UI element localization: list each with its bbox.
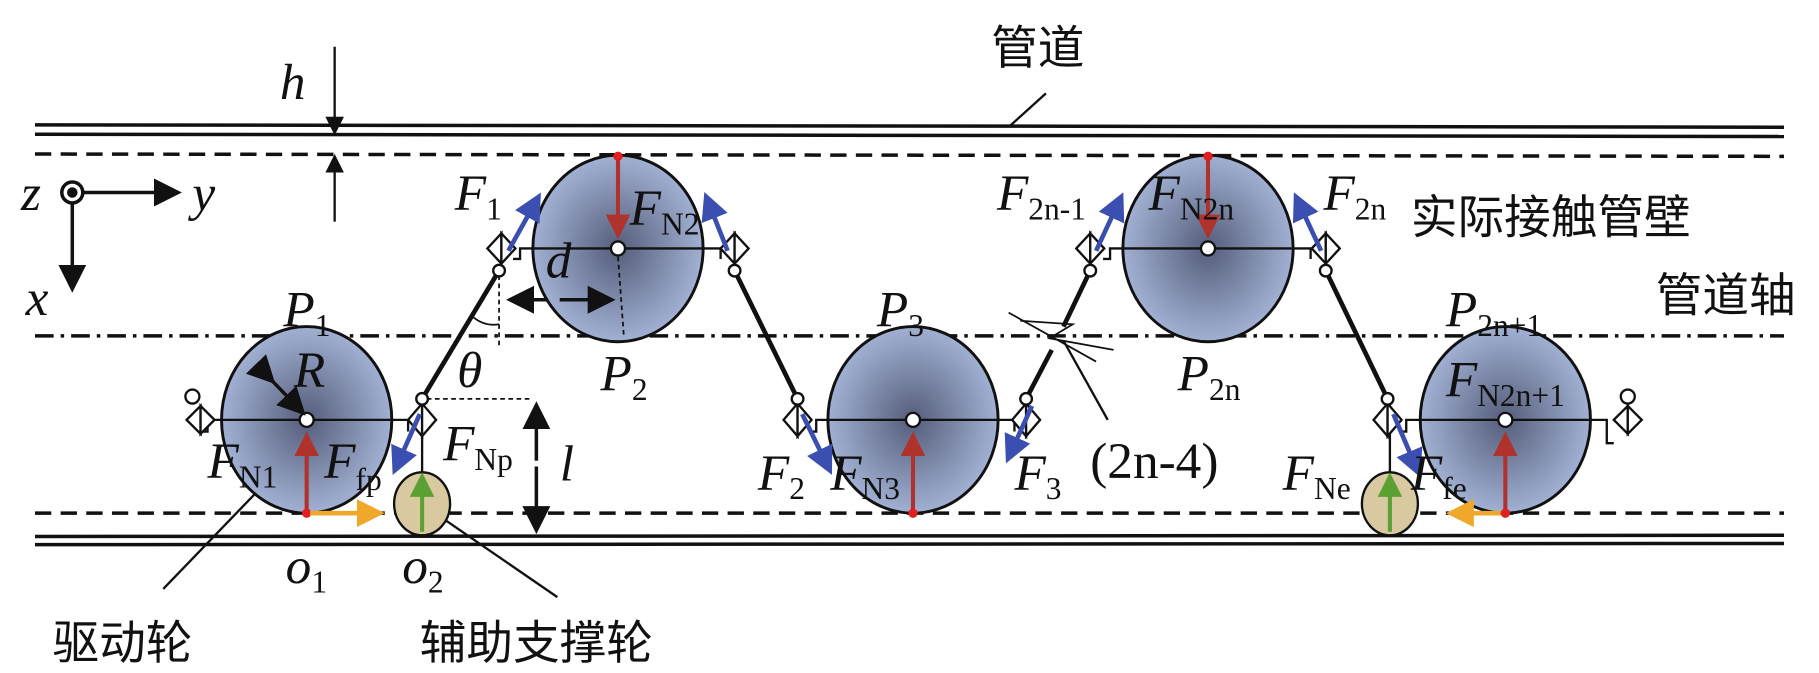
aux-wheel-leader bbox=[444, 519, 559, 599]
R-label: R bbox=[293, 342, 325, 399]
FN3-label: FN3 bbox=[829, 445, 900, 506]
break-symbol bbox=[1008, 311, 1114, 363]
links bbox=[420, 269, 1390, 401]
drive-wheel-leader bbox=[162, 489, 260, 590]
x-axis-label: x bbox=[25, 270, 49, 327]
F1-label: F1 bbox=[454, 165, 502, 226]
FN2n-label: FN2n bbox=[1148, 165, 1235, 226]
P1-label: P1 bbox=[282, 282, 330, 343]
P2n-label: P2n bbox=[1177, 346, 1241, 407]
d-label: d bbox=[546, 233, 572, 290]
l-label: l bbox=[560, 436, 574, 493]
z-axis-label: z bbox=[20, 165, 41, 222]
FN2n1-label: FN2n+1 bbox=[1445, 352, 1565, 413]
F2n-1-label: F2n-1 bbox=[996, 165, 1086, 226]
count-leader bbox=[1062, 340, 1109, 421]
o2-label: o2 bbox=[402, 538, 443, 599]
count-label: (2n-4) bbox=[1090, 433, 1218, 490]
Ffp-label: Ffp bbox=[323, 433, 382, 497]
FNp-label: FNp bbox=[442, 416, 513, 477]
F3-label: F3 bbox=[1013, 445, 1061, 506]
P2-label: P2 bbox=[600, 346, 648, 407]
pipe-axis-label: 管道轴 bbox=[1656, 268, 1796, 322]
l-dimension bbox=[426, 398, 551, 535]
support-force-arrows bbox=[409, 472, 1403, 532]
link-force-arrows bbox=[391, 191, 1423, 478]
F2n-label: F2n bbox=[1322, 165, 1386, 226]
coordinate-axes bbox=[58, 178, 182, 293]
drive-wheel-label: 驱动轮 bbox=[52, 616, 192, 670]
theta-label: θ bbox=[457, 342, 482, 399]
P2n1-label: P2n+1 bbox=[1445, 282, 1542, 343]
wheel-hubs bbox=[298, 240, 1514, 429]
d-dimension bbox=[472, 256, 625, 348]
pipe-label: 管道 bbox=[991, 21, 1084, 75]
R-dimension bbox=[245, 354, 306, 416]
pipe-leader bbox=[1008, 92, 1047, 127]
FN1-label: FN1 bbox=[207, 433, 278, 494]
contact-wall-label: 实际接触管壁 bbox=[1411, 190, 1691, 244]
h-label: h bbox=[280, 54, 306, 111]
P3-label: P3 bbox=[876, 282, 924, 343]
aux-wheel-label: 辅助支撑轮 bbox=[420, 616, 653, 670]
F2-label: F2 bbox=[757, 445, 805, 506]
pipe-top-wall bbox=[34, 123, 1785, 139]
FNe-label: FNe bbox=[1282, 445, 1351, 506]
Ffe-label: Ffe bbox=[1410, 445, 1467, 506]
pipe-bottom-wall bbox=[34, 533, 1785, 547]
normal-force-arrows bbox=[294, 151, 1518, 518]
FN2-label: FN2 bbox=[629, 180, 700, 241]
o1-label: o1 bbox=[286, 538, 327, 599]
contact-wall-top bbox=[34, 152, 1785, 159]
y-axis-label: y bbox=[187, 165, 215, 222]
